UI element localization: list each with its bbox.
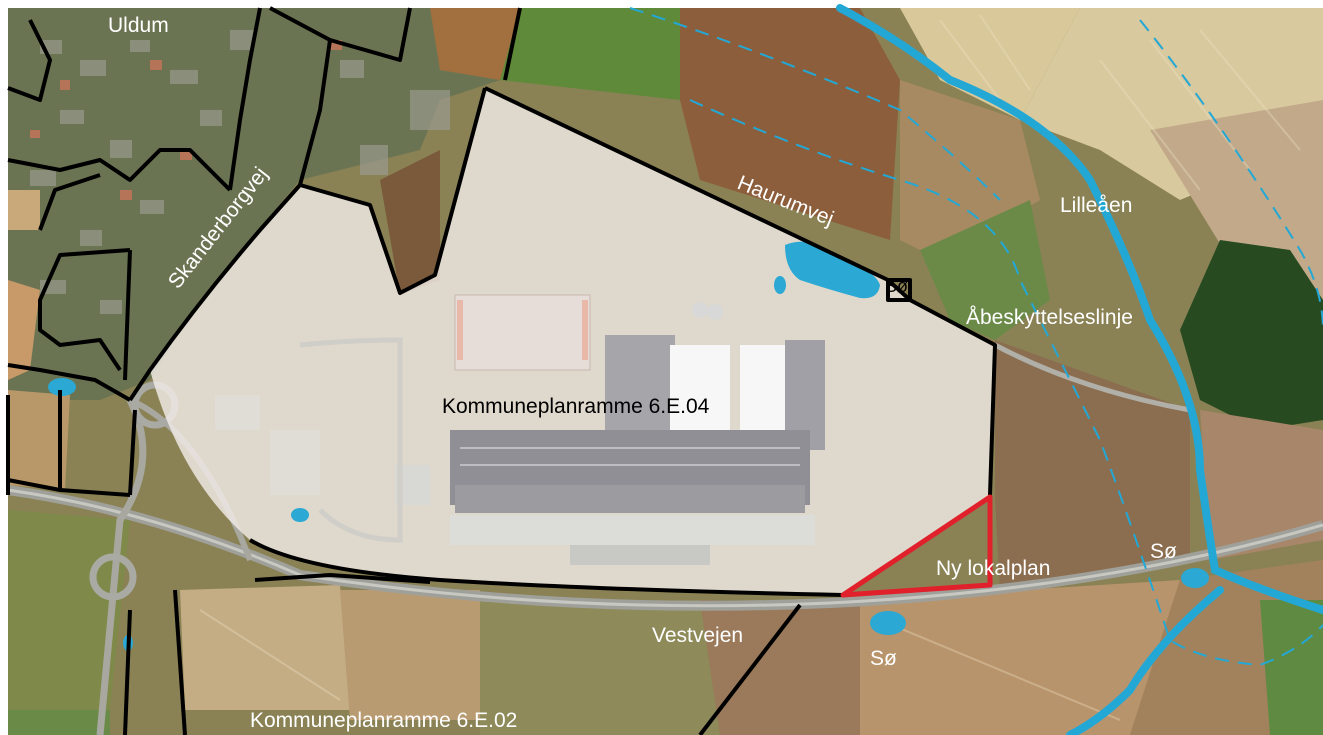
plan-boundaries [6, 6, 997, 735]
river-lilleaen [836, 4, 1323, 614]
ny-lokalplan-boundary [840, 494, 993, 598]
warehouse-complex [215, 294, 825, 565]
label-so-haurumvej: Sø [885, 276, 908, 296]
river-branch [1066, 586, 1224, 735]
label-ny-lokalplan: Ny lokalplan [936, 557, 1050, 580]
label-vestvejen: Vestvejen [652, 624, 743, 647]
aabeskyttelseslinje-line [689, 99, 1323, 667]
lakes [48, 241, 1209, 651]
label-lilleaen: Lilleåen [1060, 194, 1132, 217]
label-kommuneplanramme-602: Kommuneplanramme 6.E.02 [250, 709, 517, 732]
label-so-east: Sø [1150, 540, 1177, 563]
label-aabeskyttelseslinje: Åbeskyttelseslinje [966, 306, 1133, 329]
label-so-south: Sø [870, 647, 897, 670]
label-uldum: Uldum [108, 14, 169, 37]
label-kommuneplanramme-604: Kommuneplanramme 6.E.04 [442, 395, 710, 418]
